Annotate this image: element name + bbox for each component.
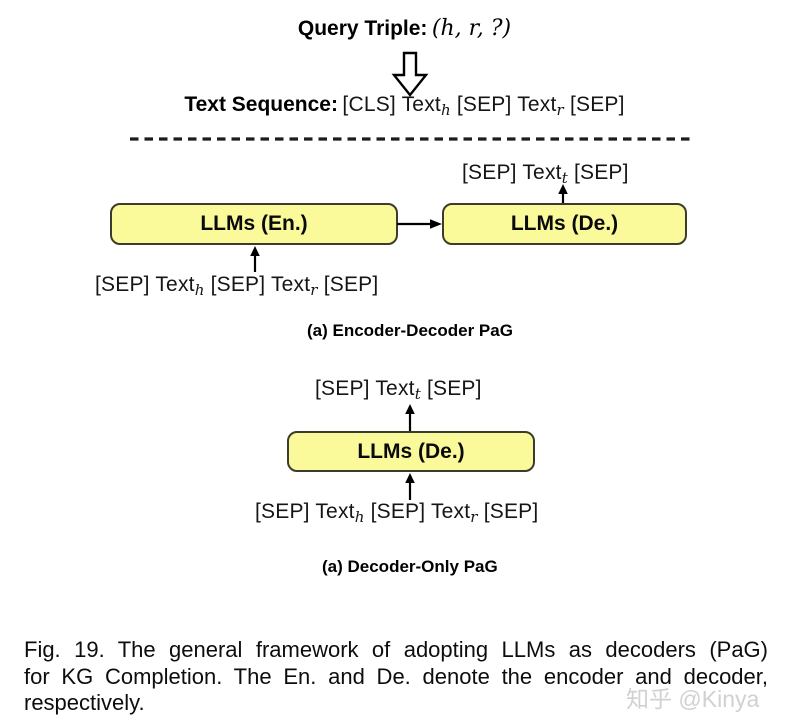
up-arrow-icon: [247, 246, 263, 272]
diagram-a-output-sequence: [SEP] Textt [SEP]: [462, 161, 629, 187]
separator-dashed-line: [130, 136, 690, 142]
decoder-box-a-label: LLMs (De.): [510, 212, 619, 235]
figure-caption-line: for KG Completion. The En. and De. denot…: [24, 663, 768, 689]
query-triple-math: (h, r, ?): [431, 16, 512, 41]
text-sequence-value: [CLS] Texth [SEP] Textr [SEP]: [342, 93, 625, 119]
figure-caption-line: Fig. 19. The general framework of adopti…: [24, 637, 768, 662]
figure-caption: Fig. 19. The general framework of adopti…: [24, 637, 768, 717]
diagram-a-caption: (a) Encoder-Decoder PaG: [307, 321, 513, 340]
text-sequence-label: Text Sequence:: [184, 93, 338, 116]
query-triple-label: Query Triple:: [297, 17, 428, 40]
decoder-box-b-label: LLMs (De.): [357, 439, 465, 463]
up-arrow-icon: [402, 404, 418, 431]
down-block-arrow-icon: [390, 51, 430, 97]
right-arrow-icon: [397, 216, 443, 232]
diagram-b-output-sequence: [SEP] Textt [SEP]: [315, 377, 482, 403]
encoder-box-label: LLMs (En.): [200, 212, 308, 235]
up-arrow-icon: [555, 184, 571, 205]
encoder-box: LLMs (En.): [110, 203, 398, 245]
watermark: 知乎 @Kinya: [626, 686, 760, 712]
decoder-box-b: LLMs (De.): [287, 431, 535, 472]
decoder-box-a: LLMs (De.): [442, 203, 687, 245]
text-sequence-line: Text Sequence: [CLS] Texth [SEP] Textr […: [10, 93, 789, 119]
figure-caption-line: respectively.: [24, 690, 145, 715]
up-arrow-icon: [402, 473, 418, 500]
diagram-a-input-sequence: [SEP] Texth [SEP] Textr [SEP]: [95, 273, 379, 299]
diagram-b-input-sequence: [SEP] Texth [SEP] Textr [SEP]: [255, 500, 539, 526]
diagram-b-caption: (a) Decoder-Only PaG: [322, 557, 498, 576]
query-triple-line: Query Triple: (h, r, ?): [10, 16, 789, 41]
